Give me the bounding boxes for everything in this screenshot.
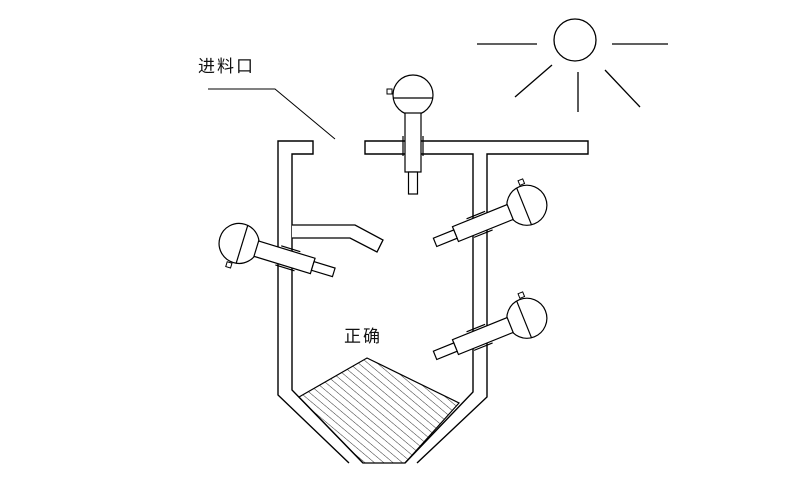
feed-inlet-label: 进料口 — [198, 57, 255, 77]
material-pile — [298, 357, 460, 464]
feed-inlet-leader — [208, 88, 336, 140]
right-lower-sensor — [424, 286, 554, 375]
status-label: 正确 — [344, 327, 382, 347]
right-upper-sensor — [424, 173, 554, 262]
feed-pipe — [292, 224, 384, 253]
silo-body — [277, 140, 589, 464]
top-sensor — [386, 74, 434, 195]
sun-icon — [477, 18, 668, 112]
